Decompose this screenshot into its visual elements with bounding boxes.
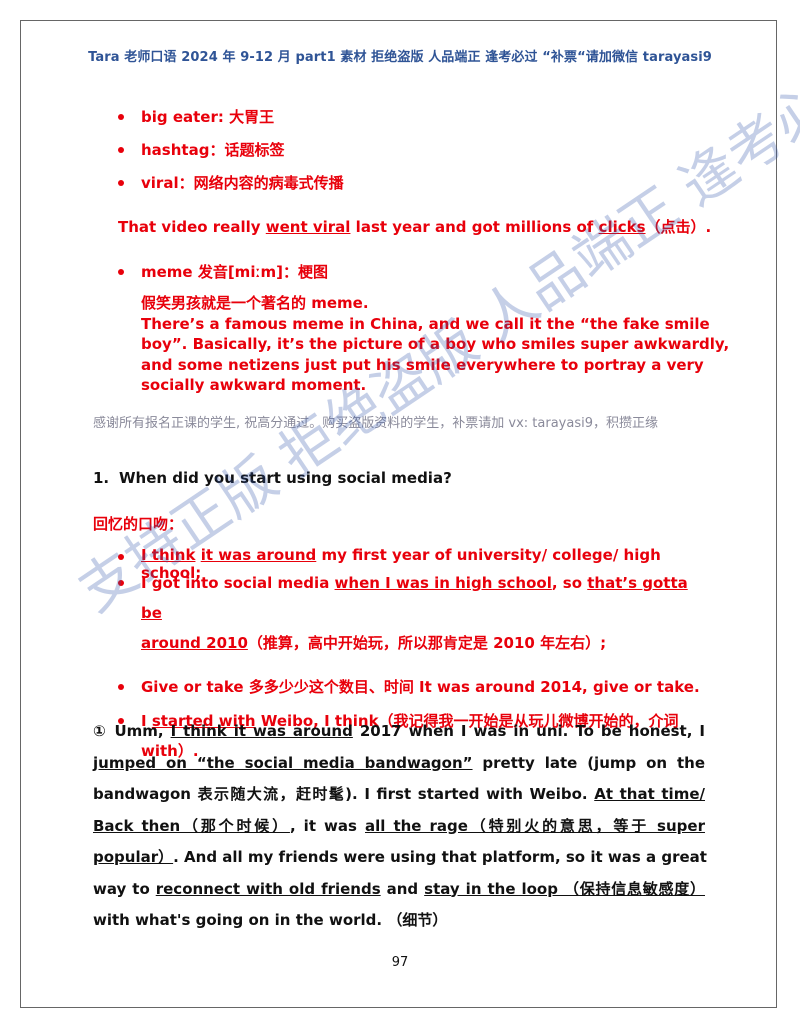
list-item: I think it was around my first year of u… — [116, 546, 706, 582]
list-item: meme 发音[miːm]：梗图 — [116, 261, 716, 282]
recall-heading: 回忆的口吻： — [93, 515, 184, 533]
list-item: Give or take 多多少少这个数目、时间 It was around 2… — [116, 676, 706, 706]
page-number: 97 — [391, 955, 409, 970]
list-item: I started with Weibo, I think（我记得我一开始是从玩… — [116, 706, 706, 766]
page-border — [20, 20, 777, 1008]
meme-example: 假笑男孩就是一个著名的 meme. There’s a famous meme … — [141, 294, 730, 394]
question-heading: 1.When did you start using social media? — [93, 469, 452, 487]
sample-answer: ① Umm, I think it was around 2017 when I… — [93, 722, 707, 929]
list-item: viral：网络内容的病毒式传播 — [116, 172, 716, 193]
page-header: Tara 老师口语 2024 年 9-12 月 part1 素材 拒绝盗版 人品… — [88, 50, 712, 65]
list-item: I got into social media when I was in hi… — [116, 568, 706, 658]
meme-list: meme 发音[miːm]：梗图 — [116, 261, 716, 282]
recall-list: I think it was around my first year of u… — [116, 546, 706, 766]
viral-example: That video really went viral last year a… — [118, 218, 712, 236]
list-item: big eater: 大胃王 — [116, 106, 716, 139]
list-item: hashtag：话题标签 — [116, 139, 716, 172]
vocab-list: big eater: 大胃王 hashtag：话题标签 viral：网络内容的病… — [116, 106, 716, 193]
notice-text: 感谢所有报名正课的学生, 祝高分通过。购买盗版资料的学生，补票请加 vx: ta… — [93, 416, 658, 431]
